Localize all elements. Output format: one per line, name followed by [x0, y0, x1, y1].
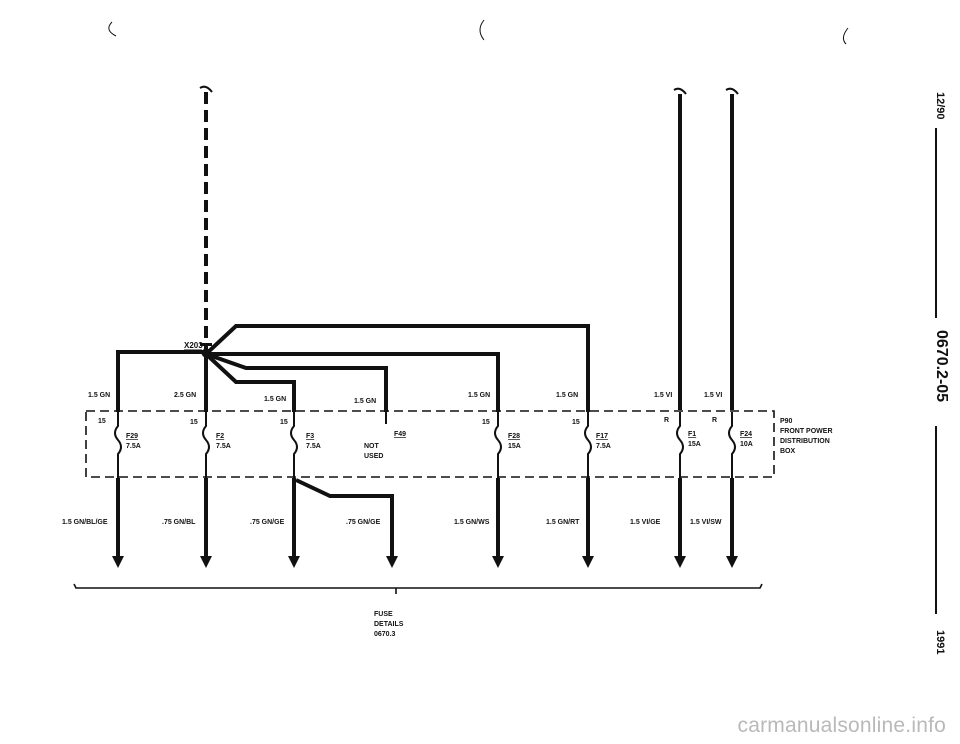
fuse-name: F3 [306, 433, 314, 440]
top-wire-label: 1.5 GN [468, 392, 490, 399]
bottom-wire-label: 1.5 VI/SW [690, 519, 722, 526]
arrow-down-icon [386, 556, 398, 568]
arrow-down-icon [112, 556, 124, 568]
output-wire-f3-branch [295, 478, 394, 556]
top-wire-label: 1.5 GN [264, 396, 286, 403]
wire-break-icon [725, 87, 739, 95]
side-year: 1991 [934, 630, 946, 655]
fuse-rating: 7.5A [306, 443, 321, 450]
bottom-wire-label: 1.5 GN/WS [454, 519, 490, 526]
reference-label: 0670.3 [374, 631, 396, 638]
fuse-rating: 7.5A [126, 443, 141, 450]
fuse-name: F28 [508, 433, 520, 440]
fuse-rating: 15A [508, 443, 521, 450]
box-label: DISTRIBUTION [780, 438, 830, 445]
top-wire-label: 1.5 VI [704, 392, 722, 399]
scan-mark [842, 27, 849, 45]
side-code: 0670.2-05 [933, 330, 950, 403]
pin-label: 15 [572, 419, 580, 426]
fuse-symbol-f2 [202, 412, 210, 478]
pin-label: R [664, 417, 669, 424]
fuse-name: F49 [394, 431, 406, 438]
arrow-down-icon [582, 556, 594, 568]
pin-label: 15 [190, 419, 198, 426]
splice-node [201, 348, 211, 358]
reference-label: DETAILS [374, 621, 404, 628]
wire-f28 [206, 352, 500, 412]
pin-label: 15 [482, 419, 490, 426]
fuse-symbol-f1 [676, 412, 684, 478]
top-wire-label: 1.5 VI [654, 392, 672, 399]
wire-f49 [205, 352, 388, 412]
fuse-rating: 15A [688, 441, 701, 448]
scan-mark [108, 21, 117, 37]
arrow-down-icon [726, 556, 738, 568]
bottom-wire-label: 1.5 GN/RT [546, 519, 580, 526]
top-wire-label: 1.5 GN [556, 392, 578, 399]
box-id: P90 [780, 418, 793, 425]
connector-mark [200, 343, 212, 346]
watermark: carmanualsonline.info [737, 714, 946, 737]
fuse-name: F2 [216, 433, 224, 440]
arrow-down-icon [288, 556, 300, 568]
fuse-rating: 7.5A [596, 443, 611, 450]
box-label: FRONT POWER [780, 428, 833, 435]
arrow-down-icon [674, 556, 686, 568]
fuse-symbol-f28 [494, 412, 502, 478]
fuse-note: NOT [364, 443, 380, 450]
fuse-symbol-f24 [728, 412, 736, 478]
wire-break-icon [199, 85, 213, 93]
fuse-symbol-f3 [290, 412, 298, 478]
fuse-rating: 7.5A [216, 443, 231, 450]
pin-label: 15 [280, 419, 288, 426]
fuse-name: F29 [126, 433, 138, 440]
top-wire-label: 1.5 GN [354, 398, 376, 405]
arrow-down-icon [200, 556, 212, 568]
bottom-wire-label: .75 GN/GE [346, 519, 381, 526]
wire-break-icon [673, 87, 687, 95]
fuse-name: F24 [740, 431, 752, 438]
fuse-symbol-f17 [584, 412, 592, 478]
wire-f3 [204, 352, 296, 412]
pin-label: R [712, 417, 717, 424]
reference-label: FUSE [374, 611, 393, 618]
bottom-wire-label: .75 GN/GE [250, 519, 285, 526]
side-date: 12/90 [934, 92, 946, 120]
fuse-note: USED [364, 453, 383, 460]
wire-f17 [204, 324, 590, 412]
arrow-down-icon [492, 556, 504, 568]
fuse-symbol-f29 [114, 412, 122, 478]
top-wire-label: 2.5 GN [174, 392, 196, 399]
fuse-name: F17 [596, 433, 608, 440]
fuse-rating: 10A [740, 441, 753, 448]
top-wire-label: 1.5 GN [88, 392, 110, 399]
fuse-box-outline [85, 410, 775, 478]
wire-f29 [116, 350, 206, 412]
group-bracket [73, 583, 763, 594]
pin-label: 15 [98, 418, 106, 425]
bottom-wire-label: 1.5 GN/BL/GE [62, 519, 108, 526]
bottom-wire-label: 1.5 VI/GE [630, 519, 661, 526]
bottom-wire-label: .75 GN/BL [162, 519, 196, 526]
fuse-name: F1 [688, 431, 696, 438]
scan-mark [479, 19, 485, 41]
connector-label: X203 [184, 341, 203, 350]
box-label: BOX [780, 448, 796, 455]
